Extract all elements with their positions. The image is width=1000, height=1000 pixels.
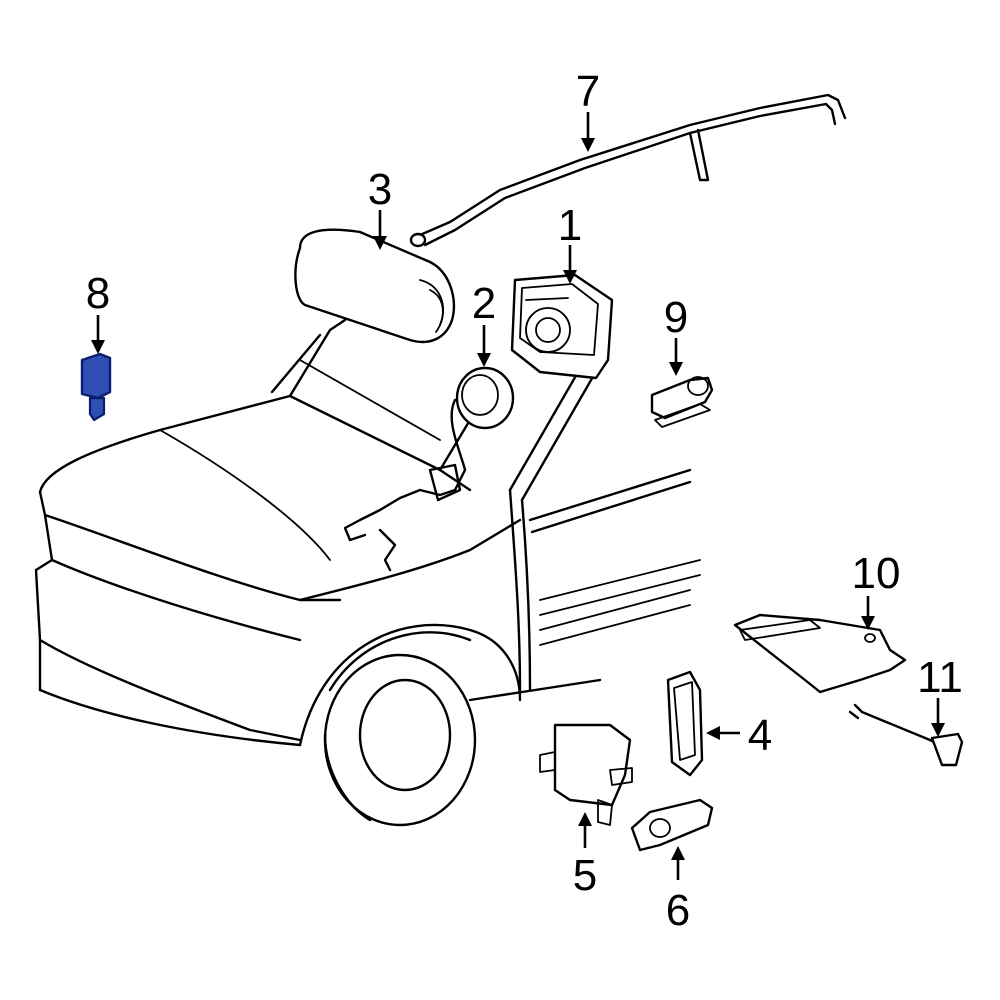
callout-11: 11: [917, 653, 963, 702]
part-9-sensor: [650, 376, 714, 428]
callout-labels: 7 3 1 2 8 9 10 11 4 5 6: [86, 67, 963, 935]
callout-7: 7: [576, 67, 600, 116]
callout-arrows: [91, 112, 945, 880]
part-8-impact-sensor: [80, 352, 112, 422]
part-5-control-module: [539, 723, 633, 826]
callout-1: 1: [558, 201, 582, 250]
part-7-curtain-airbag: [409, 93, 847, 248]
part-10-module-bracket: [733, 613, 907, 694]
callout-4: 4: [748, 711, 772, 760]
callout-2: 2: [472, 279, 496, 328]
callout-8: 8: [86, 269, 110, 318]
callout-6: 6: [666, 886, 690, 935]
part-2-clockspring: [343, 366, 515, 572]
part-6-front-sensor: [630, 798, 714, 852]
callout-3: 3: [368, 165, 392, 214]
part-3-passenger-airbag: [294, 228, 456, 344]
callout-9: 9: [664, 293, 688, 342]
part-1-driver-airbag-module: [510, 273, 614, 380]
callout-5: 5: [573, 851, 597, 900]
callout-10: 10: [852, 549, 901, 598]
part-4-side-sensor: [666, 670, 704, 777]
part-11-rod-sensor: [848, 703, 964, 767]
truck-outline: [34, 318, 701, 827]
